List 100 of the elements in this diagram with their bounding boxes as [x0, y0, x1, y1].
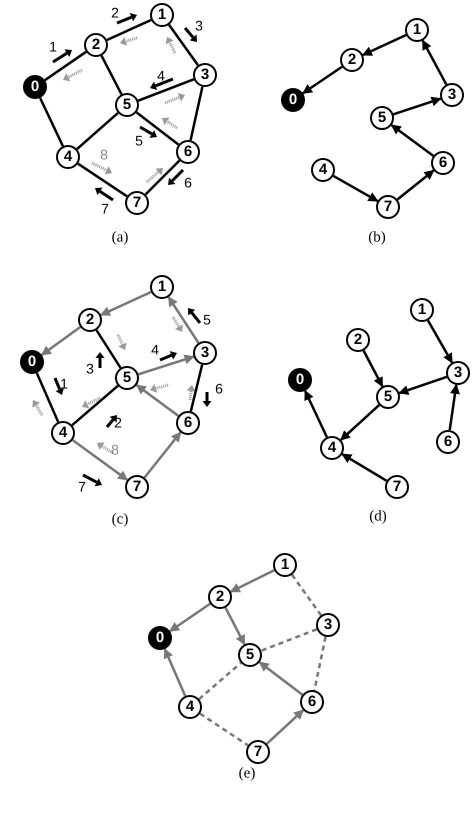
connector-line [168, 24, 200, 66]
connector-line [77, 162, 128, 198]
node-circle: 1 [150, 275, 174, 299]
node-circle: 3 [440, 83, 464, 107]
step-number: 5 [135, 134, 143, 148]
connector-line [95, 329, 122, 369]
node-circle: 0 [20, 350, 44, 374]
node-circle: 1 [273, 553, 297, 577]
node-circle: 3 [316, 613, 340, 637]
arrow [302, 66, 343, 94]
node-circle: 6 [176, 140, 200, 164]
node-circle: 5 [238, 643, 262, 667]
arrow [40, 326, 82, 356]
connector-line [100, 55, 123, 95]
arrow [304, 390, 328, 438]
node-circle: 4 [178, 695, 202, 719]
node-circle: 6 [176, 411, 200, 435]
connector-line [144, 160, 180, 196]
node-circle: 4 [51, 421, 75, 445]
node-circle: 5 [115, 93, 139, 117]
node-circle: 6 [431, 151, 455, 175]
arrow [448, 384, 460, 430]
arrow [390, 124, 434, 157]
node-circle: 2 [346, 328, 370, 352]
panel-label: (a) [112, 230, 128, 246]
arrow [332, 174, 378, 202]
node-circle: 3 [193, 63, 217, 87]
node-circle: 7 [125, 191, 149, 215]
arrow [340, 404, 380, 441]
node-circle: 2 [340, 48, 364, 72]
panel-label: (e) [238, 766, 256, 782]
node-circle: 1 [150, 3, 174, 27]
node-circle: 0 [23, 75, 47, 99]
connector-line [38, 97, 64, 147]
dashed-line [260, 628, 318, 652]
node-circle: 7 [385, 475, 409, 499]
arrow [230, 569, 275, 593]
step-number: 5 [203, 312, 211, 328]
step-number: 1 [60, 376, 68, 392]
step-number: 6 [215, 382, 223, 396]
connector-line [76, 112, 119, 150]
node-circle: 3 [193, 341, 217, 365]
step-number: 1 [49, 40, 57, 54]
node-circle: 0 [281, 88, 305, 112]
connector-line [106, 18, 152, 42]
step-number: 8 [111, 442, 119, 458]
arrow [396, 170, 434, 200]
connector-line [189, 86, 204, 141]
node-circle: 6 [436, 430, 460, 454]
node-circle: 5 [370, 106, 394, 130]
node-circle: 5 [376, 385, 400, 409]
step-number: 2 [111, 6, 119, 20]
step-number: 4 [151, 342, 159, 358]
node-circle: 2 [78, 308, 102, 332]
node-circle: 1 [410, 298, 434, 322]
node-circle: 2 [84, 33, 108, 57]
node-circle: 4 [320, 436, 344, 460]
node-circle: 1 [405, 18, 429, 42]
step-number: 8 [100, 148, 108, 162]
node-circle: 6 [300, 690, 324, 714]
node-circle: 0 [288, 368, 312, 392]
arrow [258, 661, 304, 696]
arrow [168, 296, 200, 344]
arrow [224, 607, 246, 646]
step-number: 3 [86, 362, 94, 376]
node-circle: 2 [208, 585, 232, 609]
dashed-line [198, 662, 242, 700]
connector-line [136, 111, 180, 146]
arrow [72, 439, 128, 481]
step-number: 4 [157, 68, 165, 84]
arrow [169, 602, 211, 632]
dashed-line [313, 636, 327, 690]
node-circle: 5 [115, 366, 139, 390]
arrow [136, 384, 180, 417]
connector-line [44, 50, 87, 82]
arrow [393, 96, 442, 116]
node-circle: 4 [56, 145, 80, 169]
arrow [341, 453, 388, 482]
step-number: 3 [195, 18, 203, 34]
connector-line [190, 364, 204, 412]
arrow [426, 320, 454, 364]
node-circle: 7 [246, 740, 270, 764]
arrow [362, 34, 407, 56]
step-number: 7 [101, 202, 109, 216]
dashed-line [290, 574, 322, 616]
dashed-line [199, 712, 249, 746]
node-circle: 4 [311, 158, 335, 182]
arrow [266, 709, 304, 745]
arrow [398, 376, 448, 395]
connector-line [138, 78, 194, 102]
arrow [362, 350, 384, 388]
arrow [422, 40, 448, 86]
panel-label: (d) [369, 508, 387, 526]
arrow [144, 432, 182, 478]
arrow [138, 354, 195, 376]
node-circle: 3 [446, 361, 470, 385]
node-circle: 7 [125, 475, 149, 499]
connector-line [36, 372, 60, 422]
node-circle: 0 [148, 626, 172, 650]
panel-label: (b) [368, 230, 386, 246]
